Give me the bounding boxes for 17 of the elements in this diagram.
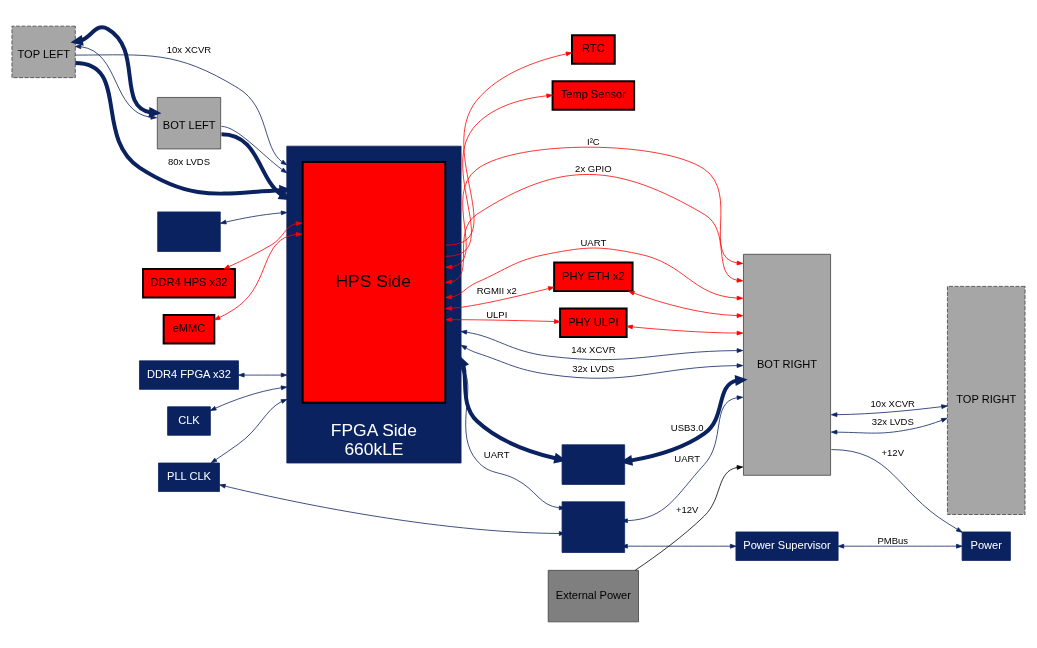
edge-label: RGMII x2 bbox=[476, 284, 517, 296]
edge-label: +12V bbox=[881, 446, 904, 458]
edge-label: UART bbox=[580, 236, 607, 248]
edge-label: 32x LVDS bbox=[871, 416, 914, 428]
edge-label: I²C bbox=[587, 136, 600, 148]
edge-label: UART bbox=[483, 448, 510, 460]
edge-label: ULPI bbox=[486, 308, 508, 320]
edge-label: USB3.0 bbox=[670, 422, 704, 434]
edge-label: 32x LVDS bbox=[572, 362, 615, 374]
edge-label: 10x XCVR bbox=[870, 398, 915, 410]
edge-label: +12V bbox=[675, 504, 699, 516]
edge-label: 14x XCVR bbox=[571, 344, 616, 356]
edge-label: 10x XCVR bbox=[166, 44, 212, 56]
edge-label: 80x LVDS bbox=[167, 155, 211, 167]
edge-label: UART bbox=[674, 452, 701, 464]
edge-label: 2x GPIO bbox=[575, 162, 612, 174]
edge-label: PMBus bbox=[877, 534, 909, 546]
